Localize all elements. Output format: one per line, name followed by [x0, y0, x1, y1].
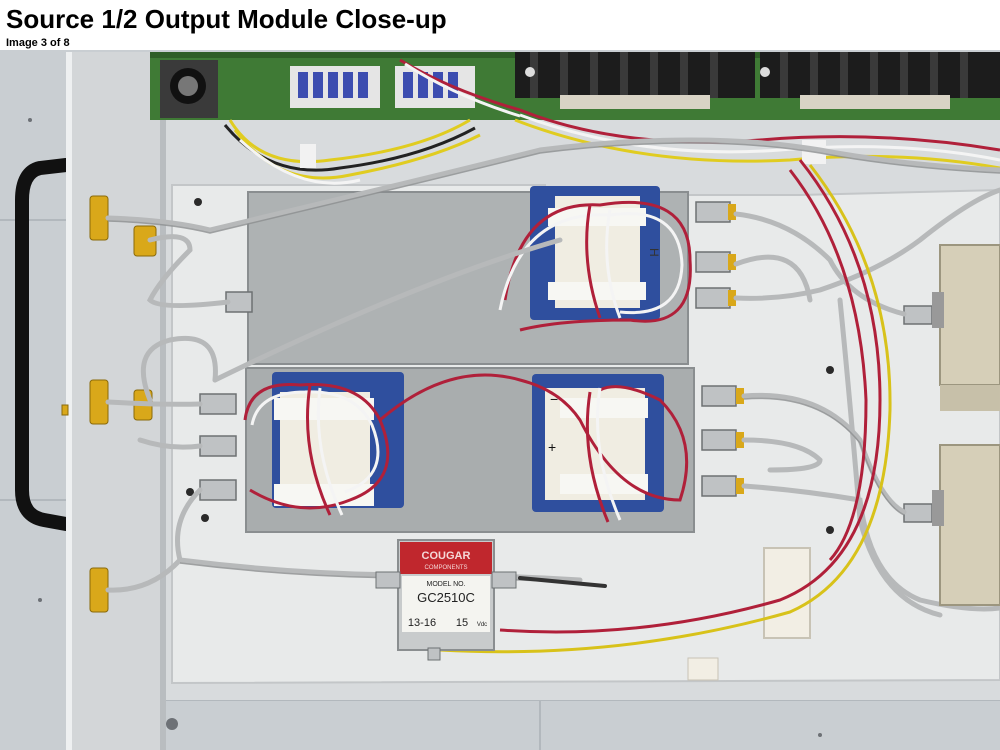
cable-clamp [763, 547, 811, 639]
relay-h-mark: H [647, 248, 661, 257]
pcb-header-connectors [290, 66, 475, 108]
power-wires [439, 159, 892, 654]
amplifier-freq: 13-16 [408, 617, 436, 629]
electrolytic-capacitor [160, 60, 218, 118]
amplifier-model-caption: MODEL NO. [426, 581, 465, 588]
relay-coil-wiring [243, 200, 692, 523]
amplifier-power-unit: Vdc [477, 622, 487, 628]
floor-speckles [28, 118, 822, 737]
coupler-blocks [932, 244, 1000, 606]
title-bar: Source 1/2 Output Module Close-up Image … [0, 0, 1000, 50]
relay-plus-mark: + [548, 439, 556, 455]
page-title: Source 1/2 Output Module Close-up [6, 4, 447, 34]
cougar-amplifier: COUGAR COMPONENTS MODEL NO. GC2510C 13-1… [375, 539, 517, 661]
plate-holes [186, 198, 834, 534]
amplifier-model: GC2510C [417, 590, 475, 605]
relay-minus-mark: − [550, 391, 558, 407]
panel-sma-connectors [61, 195, 157, 613]
chassis-handle [15, 158, 73, 531]
amplifier-brand-sub: COMPONENTS [424, 565, 467, 571]
sma-connectors [199, 201, 933, 523]
image-counter: Image 3 of 8 [6, 37, 70, 49]
heatsinks [515, 52, 1000, 109]
amplifier-brand: COUGAR [422, 550, 471, 562]
amplifier-power: 15 [456, 617, 468, 629]
cable-tie [300, 144, 316, 168]
